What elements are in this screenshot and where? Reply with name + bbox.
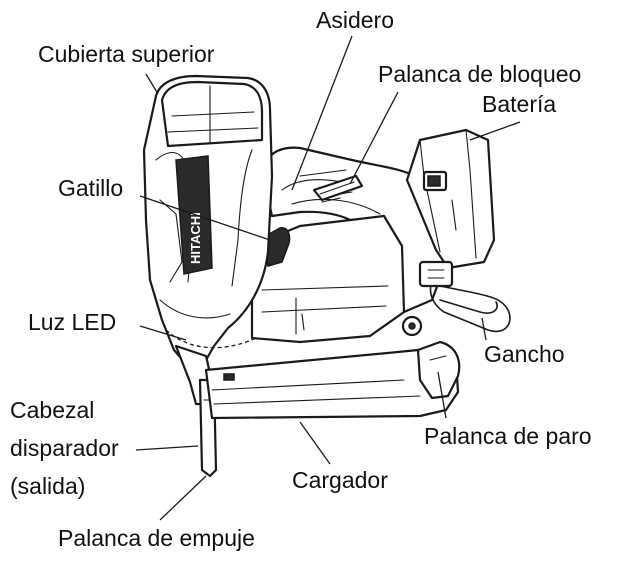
label-firing-head-3: (salida) [10, 473, 85, 499]
leader-lines [135, 35, 521, 521]
label-top-cover: Cubierta superior [38, 41, 215, 67]
nailer-illustration: HITACHI [142, 74, 511, 478]
label-lock-lever: Palanca de bloqueo [378, 61, 581, 87]
label-battery: Batería [482, 91, 556, 117]
label-led-light: Luz LED [28, 309, 116, 335]
label-stop-lever: Palanca de paro [424, 423, 592, 449]
label-handle: Asidero [316, 7, 394, 33]
labels: Cubierta superior Asidero Palanca de blo… [10, 7, 592, 551]
label-trigger: Gatillo [58, 175, 123, 201]
brand-mark: HITACHI [188, 212, 203, 264]
label-firing-head-1: Cabezal [10, 397, 94, 423]
label-push-lever: Palanca de empuje [58, 525, 255, 551]
battery-pack [405, 128, 496, 270]
belt-hook [429, 281, 511, 333]
magazine-part [204, 346, 460, 420]
label-magazine: Cargador [292, 467, 388, 493]
label-hook: Gancho [484, 341, 565, 367]
label-firing-head-2: disparador [10, 435, 119, 461]
stop-lever-part [416, 340, 461, 400]
